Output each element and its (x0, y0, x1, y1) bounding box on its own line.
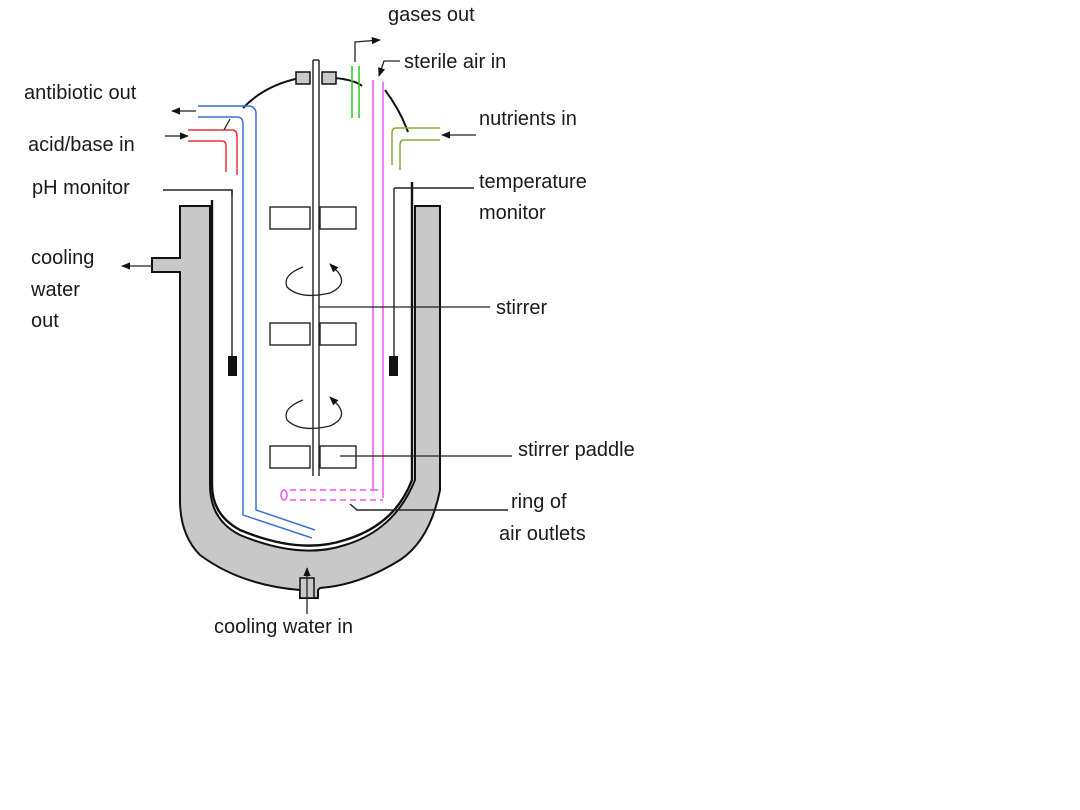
cooling-jacket (151, 205, 441, 599)
rotation-arrow-icon (285, 263, 343, 297)
gases-out-pipe (351, 66, 360, 118)
label-cooling-water-in: cooling water in (214, 616, 353, 638)
paddle (319, 445, 357, 469)
label-temperature-monitor-2: monitor (479, 202, 546, 224)
antibiotic-out-pipe (198, 105, 316, 539)
paddle (269, 322, 311, 346)
paddles (269, 206, 357, 469)
acid-base-connector (223, 118, 231, 131)
rotation-arrow-icon (285, 396, 343, 430)
label-ring-of-air-outlets-1: ring of (511, 491, 567, 513)
paddle (319, 206, 357, 230)
paddle (319, 322, 357, 346)
ring-of-air-outlets (290, 489, 383, 501)
bearing-left (295, 71, 311, 85)
ph-monitor-leader (163, 189, 233, 196)
air-outlet-ring-end (280, 489, 288, 501)
paddle (269, 445, 311, 469)
label-stirrer-paddle: stirrer paddle (518, 439, 635, 461)
bearing-right (321, 71, 337, 85)
nutrients-in-pipe (391, 127, 440, 170)
label-cooling-water-out-1: cooling (31, 247, 94, 269)
vessel-wall (210, 182, 414, 547)
label-temperature-monitor-1: temperature (479, 171, 587, 193)
label-sterile-air-in: sterile air in (404, 51, 506, 73)
acid-base-in-pipe (188, 129, 238, 175)
ph-probe-tip (228, 356, 237, 376)
sterile-air-leader (378, 60, 400, 77)
label-nutrients-in: nutrients in (479, 108, 577, 130)
ring-of-air-outlets-leader (349, 503, 508, 511)
label-cooling-water-out-3: out (31, 310, 59, 332)
label-stirrer: stirrer (496, 297, 547, 319)
paddle (269, 206, 311, 230)
label-ring-of-air-outlets-2: air outlets (499, 523, 586, 545)
label-gases-out: gases out (388, 4, 475, 26)
label-antibiotic-out: antibiotic out (24, 82, 137, 104)
temp-probe-tip (389, 356, 398, 376)
label-cooling-water-out-2: water (30, 279, 80, 301)
label-acid-base-in: acid/base in (28, 134, 135, 156)
gases-out-arrow (354, 37, 381, 62)
label-ph-monitor: pH monitor (32, 177, 130, 199)
